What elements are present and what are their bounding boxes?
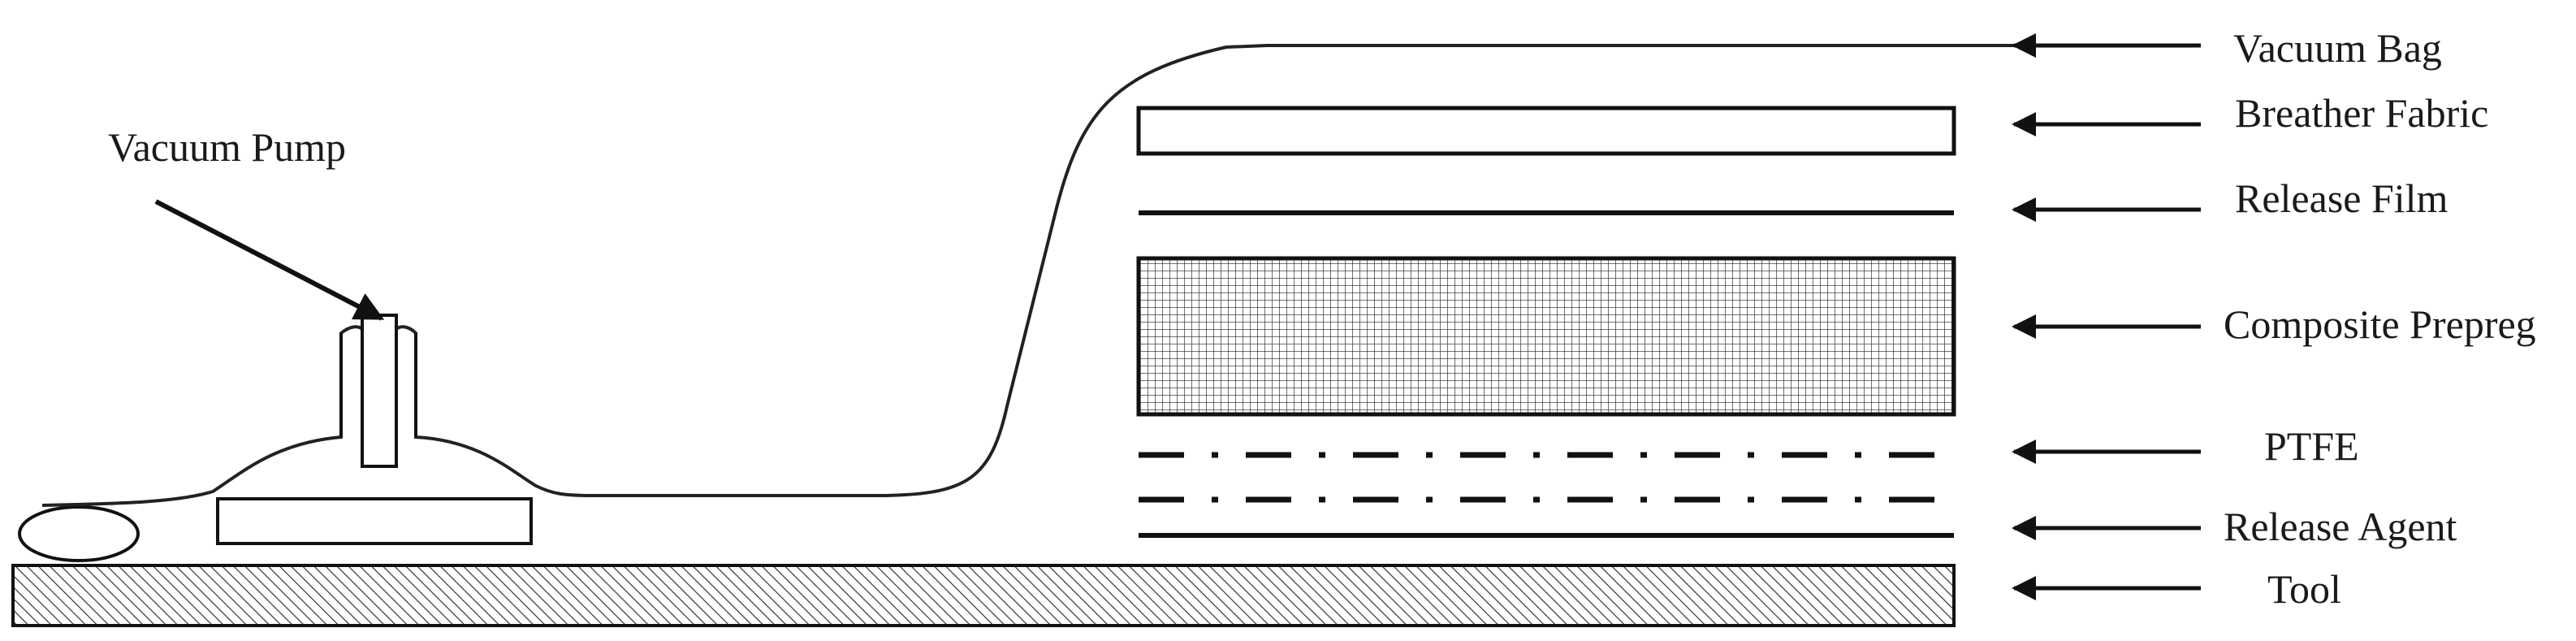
tool-label: Tool <box>2267 566 2341 612</box>
ptfe-label: PTFE <box>2264 423 2359 469</box>
sealant-tape <box>18 505 140 562</box>
composite-prepreg-label: Composite Prepreg <box>2224 301 2536 347</box>
pump-breather-pad <box>216 497 533 545</box>
tool-plate <box>11 564 1956 627</box>
vacuum-pump-label: Vacuum Pump <box>108 124 346 170</box>
layer-callouts: Vacuum Bag Breather Fabric Release Film … <box>2012 25 2536 612</box>
vacuum-pump-arrow <box>154 199 385 321</box>
composite-prepreg-layer <box>1136 256 1956 417</box>
release-film-label: Release Film <box>2235 175 2448 221</box>
vacuum-pump-housing <box>339 333 417 437</box>
vacuum-pump-port <box>361 314 398 468</box>
breather-fabric-layer <box>1136 106 1956 156</box>
breather-fabric-label: Breather Fabric <box>2235 90 2488 136</box>
vacuum-bag-outline <box>41 44 2014 507</box>
release-agent-label: Release Agent <box>2224 504 2457 549</box>
vacuum-bag-label: Vacuum Bag <box>2233 25 2442 71</box>
